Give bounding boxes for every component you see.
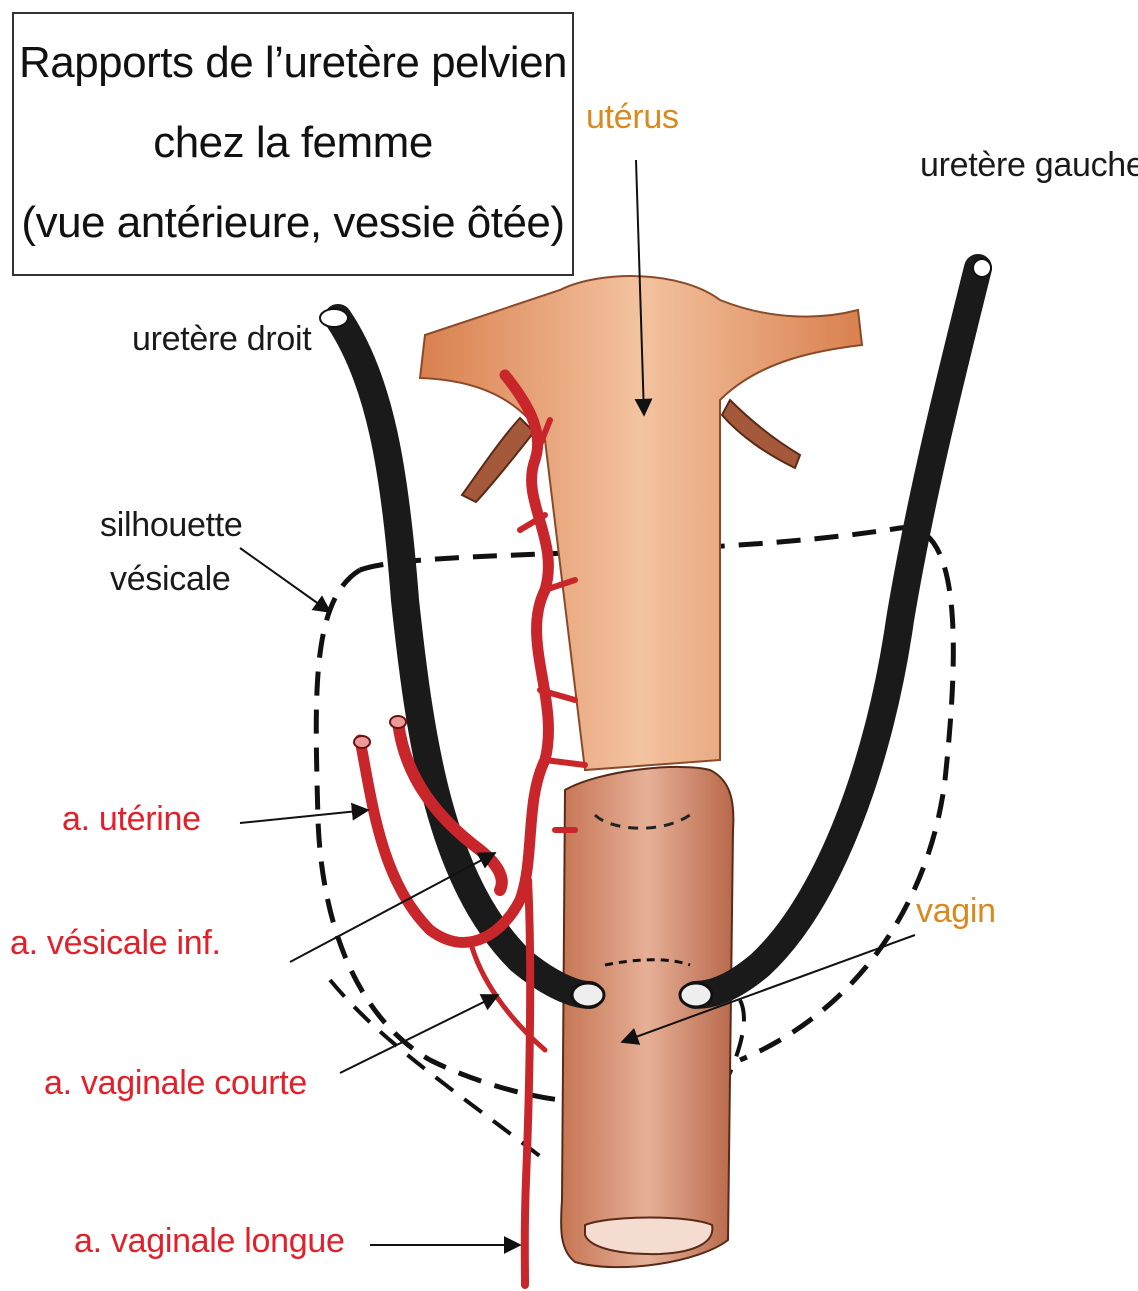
right-ligament-stump: [722, 400, 800, 468]
long-vaginal-artery: [525, 880, 530, 1285]
label-uretere-droit: uretère droit: [132, 320, 311, 359]
label-uterus: utérus: [586, 98, 679, 137]
label-uretere-gauche: uretère gauche: [920, 146, 1138, 185]
vesical-artery-cut-end: [390, 716, 406, 728]
vagina-body: [561, 767, 733, 1267]
label-silhouette-line2: vésicale: [110, 560, 230, 599]
label-a-uterine: a. utérine: [62, 800, 201, 839]
label-a-vaginale-longue: a. vaginale longue: [74, 1222, 345, 1261]
uterine-artery-cut-end: [354, 736, 370, 748]
a-vaginale-courte-arrow: [340, 995, 498, 1073]
left-ureter-top-opening: [973, 259, 991, 277]
right-ureter-bottom-opening: [572, 983, 604, 1007]
vaginal-lumen: [585, 1218, 712, 1255]
label-silhouette-line1: silhouette: [100, 506, 243, 545]
title-box: Rapports de l’uretère pelvien chez la fe…: [12, 12, 574, 276]
title-line-2: chez la femme: [14, 118, 572, 168]
left-ligament-stump: [462, 418, 534, 502]
title-line-1: Rapports de l’uretère pelvien: [14, 38, 572, 88]
label-a-vesicale-inf: a. vésicale inf.: [10, 924, 221, 963]
left-ureter-bottom-opening: [680, 983, 712, 1007]
label-vagin: vagin: [916, 892, 996, 931]
title-line-3: (vue antérieure, vessie ôtée): [14, 198, 572, 248]
silhouette-arrow: [240, 548, 330, 612]
label-a-vaginale-courte: a. vaginale courte: [44, 1064, 307, 1103]
right-ureter-top-opening: [320, 309, 348, 327]
a-uterine-arrow: [240, 810, 368, 823]
